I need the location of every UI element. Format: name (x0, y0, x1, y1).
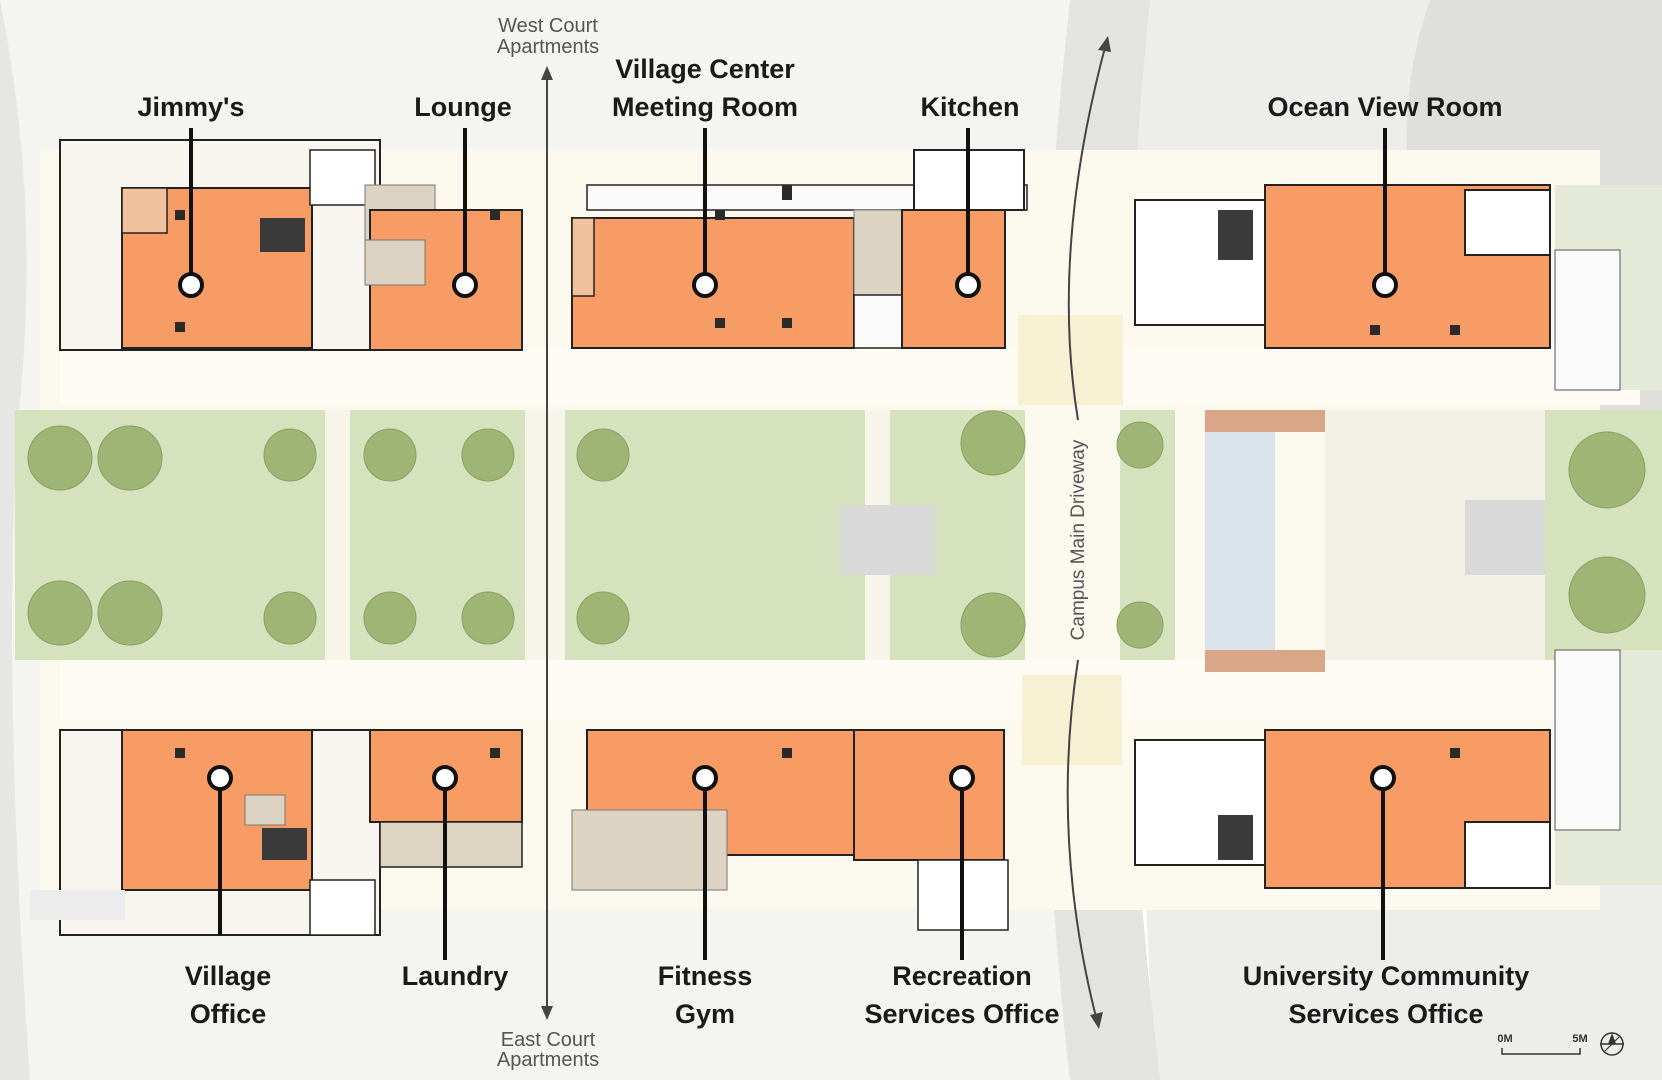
tree (1568, 431, 1646, 509)
tree (576, 591, 630, 645)
tree (461, 428, 515, 482)
scale-bar: 0M 5M (1497, 1033, 1588, 1055)
elevator (1218, 815, 1253, 860)
structural-columns (175, 185, 1460, 758)
outer-path-left (0, 0, 30, 1080)
label-fitness-2: Gym (675, 999, 735, 1029)
scale-start-label: 0M (1497, 1033, 1512, 1045)
tree (1116, 421, 1164, 469)
tree (960, 592, 1026, 658)
marker-ocean-view-room[interactable] (1372, 272, 1398, 298)
kitchen-room (901, 209, 1006, 349)
room-markers (178, 128, 1398, 960)
marker-ucso[interactable] (1370, 765, 1396, 791)
tree (263, 591, 317, 645)
label-village-office-2: Office (190, 999, 267, 1029)
label-ucso-1: University Community (1243, 961, 1530, 991)
tree (1568, 556, 1646, 634)
tree (363, 591, 417, 645)
arrow-down-icon (541, 1006, 553, 1020)
driveway-arrow (1066, 36, 1111, 1029)
label-lounge: Lounge (414, 92, 511, 122)
marker-village-office[interactable] (207, 765, 233, 791)
label-village-office-1: Village (185, 961, 272, 991)
label-west-court-1: West Court (498, 15, 598, 37)
marker-village-center[interactable] (692, 272, 718, 298)
tree (363, 428, 417, 482)
ramp (1554, 249, 1621, 391)
trees (27, 410, 1646, 658)
scale-line (1501, 1048, 1581, 1055)
label-fitness-1: Fitness (658, 961, 753, 991)
tree (27, 580, 93, 646)
crosswalk-south (1022, 675, 1122, 765)
label-village-center-1: Village Center (615, 54, 795, 84)
tree (97, 425, 163, 491)
label-jimmys: Jimmy's (138, 92, 245, 122)
stair (853, 294, 903, 349)
label-ocean-view-room: Ocean View Room (1267, 92, 1502, 122)
north-corridor (60, 345, 1640, 405)
elevator (260, 218, 305, 252)
marker-laundry[interactable] (432, 765, 458, 791)
label-ucso-2: Services Office (1288, 999, 1483, 1029)
court-axis-line (541, 66, 553, 1020)
marker-kitchen[interactable] (955, 272, 981, 298)
elevator (262, 828, 307, 860)
room-labels: Jimmy's Lounge Village Center Meeting Ro… (138, 54, 1530, 1029)
tree (97, 580, 163, 646)
paved-square (840, 505, 935, 575)
elevator (1218, 210, 1253, 260)
label-recreation-1: Recreation (892, 961, 1032, 991)
arrow-up-icon (541, 66, 553, 80)
ramp (1554, 649, 1621, 831)
marker-recreation-services[interactable] (949, 765, 975, 791)
marker-fitness-gym[interactable] (692, 765, 718, 791)
label-driveway: Campus Main Driveway (1068, 439, 1089, 640)
tree (27, 425, 93, 491)
direction-labels: West Court Apartments East Court Apartme… (497, 15, 1089, 1071)
tree (263, 428, 317, 482)
north-arrow-icon (1600, 1032, 1624, 1056)
label-village-center-2: Meeting Room (612, 92, 798, 122)
label-laundry: Laundry (402, 961, 509, 991)
label-west-court-2: Apartments (497, 36, 599, 58)
south-buildings (30, 649, 1662, 936)
tree (1116, 601, 1164, 649)
tree (576, 428, 630, 482)
tree (960, 410, 1026, 476)
label-kitchen: Kitchen (920, 92, 1019, 122)
label-recreation-2: Services Office (864, 999, 1059, 1029)
label-east-court-2: Apartments (497, 1049, 599, 1071)
water-feature (1205, 410, 1275, 650)
marker-jimmys[interactable] (178, 272, 204, 298)
arrow-down-icon (1090, 1012, 1103, 1029)
north-buildings (59, 139, 1662, 391)
label-east-court-1: East Court (501, 1029, 596, 1051)
stair (309, 149, 376, 206)
recreation-services-office (853, 729, 1005, 861)
ocean-view-room (1264, 184, 1551, 349)
restrooms (571, 809, 728, 891)
stair (309, 879, 376, 936)
scale-end-label: 5M (1572, 1033, 1587, 1045)
tree (461, 591, 515, 645)
south-corridor (60, 660, 1640, 720)
marker-lounge[interactable] (452, 272, 478, 298)
arrow-up-icon (1098, 36, 1111, 52)
